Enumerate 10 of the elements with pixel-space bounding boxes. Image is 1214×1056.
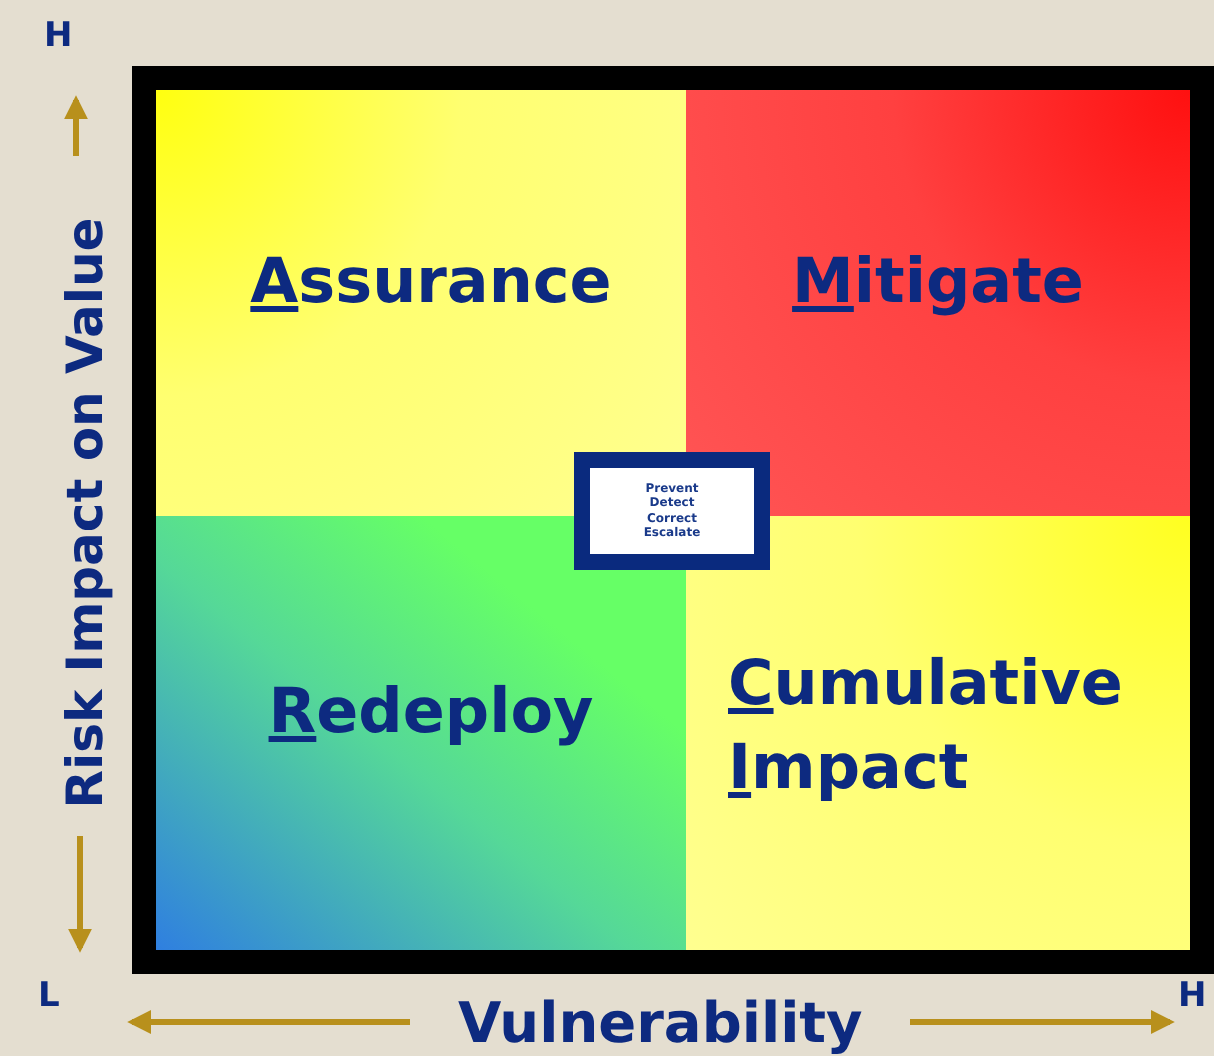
center-box [574, 452, 770, 570]
axis-end-label: L [38, 976, 60, 1016]
quadrant-title: Redeploy [268, 673, 594, 752]
axis-end-label: H [1178, 976, 1207, 1016]
quadrant-title: Mitigate [792, 243, 1084, 322]
axis-title: Vulnerability [458, 989, 863, 1055]
quadrant-title: Assurance [250, 243, 612, 322]
axis-title: Risk Impact on Value [55, 216, 114, 808]
axis-end-label: H [44, 16, 73, 56]
quadrant-title: Cumulative Impact [728, 645, 1125, 807]
